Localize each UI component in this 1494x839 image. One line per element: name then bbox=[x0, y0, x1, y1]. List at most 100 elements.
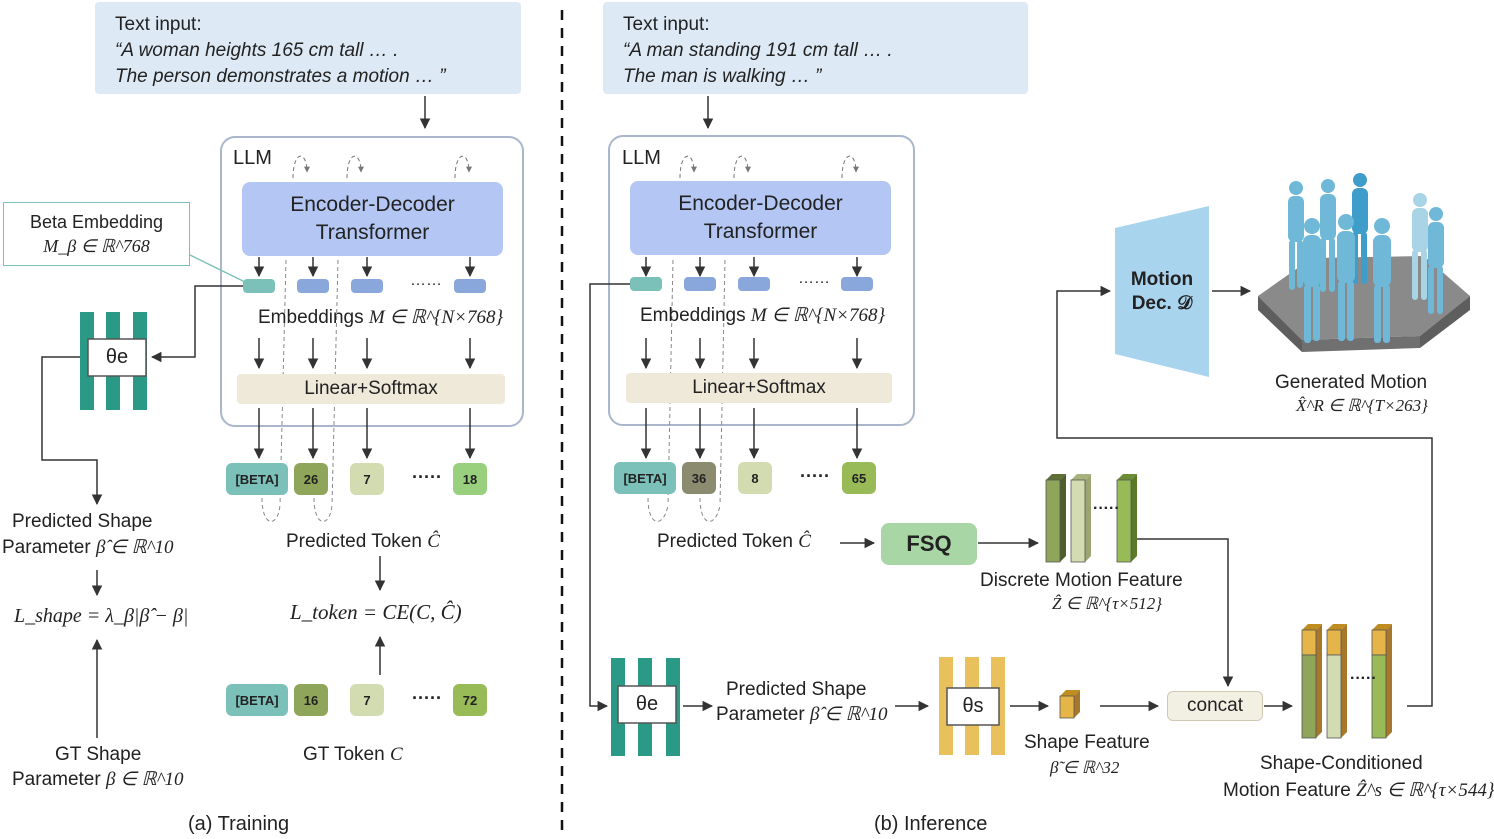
fsq-block: FSQ bbox=[881, 523, 977, 565]
transformer-label-line2: Transformer bbox=[703, 220, 818, 243]
linear-softmax-block-inference: Linear+Softmax bbox=[626, 373, 892, 403]
pred-token-beta: [BETA] bbox=[226, 463, 288, 495]
pred-token: 36 bbox=[682, 462, 716, 494]
pred-token: 26 bbox=[294, 463, 328, 495]
embeddings-text: Embeddings bbox=[640, 305, 746, 326]
ar-loop-top bbox=[346, 155, 364, 179]
shape-feature-cube bbox=[1059, 690, 1080, 719]
embeddings-label: Embeddings M ∈ ℝ^{N×768} bbox=[258, 306, 503, 329]
beta-embedding-token bbox=[243, 279, 275, 293]
ar-loop-top bbox=[679, 155, 697, 179]
embedding-token bbox=[738, 277, 770, 291]
embedding-token bbox=[684, 277, 716, 291]
theta-to-shape-arrow bbox=[41, 356, 103, 506]
gt-token-beta: [BETA] bbox=[226, 684, 288, 716]
transformer-label-line1: Encoder-Decoder bbox=[678, 192, 843, 215]
pred-token-math: Ĉ bbox=[798, 531, 811, 552]
shape-conditioned-feature-bars bbox=[1301, 624, 1392, 739]
shape-loss: L_shape = λ_β|β̂ − β| bbox=[14, 605, 189, 627]
caption-inference: (b) Inference bbox=[874, 813, 988, 835]
beta-embedding-math: M_β ∈ ℝ^768 bbox=[43, 236, 150, 256]
transformer-block-inference: Encoder-Decoder Transformer bbox=[630, 181, 891, 255]
llm-label: LLM bbox=[622, 147, 661, 169]
beta-embedding-label: Beta Embedding bbox=[29, 212, 164, 232]
pred-shape-math: β̂ ∈ ℝ^10 bbox=[95, 537, 174, 558]
motion-dec-line2: Dec. 𝒟 bbox=[1131, 293, 1193, 314]
text-input-line: “A man standing 191 cm tall … . bbox=[623, 40, 893, 61]
shape-conditioned-label-line2: Motion Feature Ẑ^s ∈ ℝ^{τ×544} bbox=[1223, 779, 1494, 802]
gt-token: 16 bbox=[294, 684, 328, 716]
text-input-line: The person demonstrates a motion … ” bbox=[115, 66, 446, 87]
embedding-token bbox=[454, 279, 486, 293]
ar-loop-bottom bbox=[261, 497, 281, 522]
ar-loop-bottom bbox=[647, 497, 669, 522]
theta-e-label-inference: θe bbox=[618, 686, 676, 723]
gt-token: 72 bbox=[453, 684, 487, 716]
pred-shape-label-line2: Parameter β̂ ∈ ℝ^10 bbox=[716, 703, 888, 726]
beta-embedding-token bbox=[630, 277, 662, 291]
pred-shape-math: β̂ ∈ ℝ^10 bbox=[809, 704, 888, 725]
generated-motion-illustration bbox=[1258, 173, 1470, 352]
text-input-box-inference: Text input: “A man standing 191 cm tall … bbox=[603, 2, 1028, 94]
motion-dec-line1: Motion bbox=[1130, 269, 1194, 290]
feature-dots: ····· bbox=[1093, 500, 1120, 517]
llm-label: LLM bbox=[233, 147, 272, 169]
text-input-label: Text input: bbox=[115, 14, 202, 35]
token-loss: L_token = CE(C, Ĉ) bbox=[290, 600, 462, 624]
cond-to-decoder-arrow bbox=[1056, 285, 1433, 707]
ar-loop-top bbox=[454, 155, 472, 179]
gt-token: 7 bbox=[350, 684, 384, 716]
text-input-line: The man is walking … ” bbox=[623, 66, 822, 87]
token-dots: ····· bbox=[412, 467, 442, 487]
gt-shape-label-line2: Parameter β ∈ ℝ^10 bbox=[12, 768, 184, 791]
pred-shape-label-line1: Predicted Shape bbox=[12, 511, 153, 532]
shape-cond-text: Motion Feature bbox=[1223, 780, 1351, 801]
linear-softmax-label: Linear+Softmax bbox=[692, 377, 826, 398]
token-dots: ····· bbox=[412, 688, 442, 708]
pred-token-math: Ĉ bbox=[427, 531, 440, 552]
gt-shape-math: β ∈ ℝ^10 bbox=[105, 769, 184, 790]
linear-softmax-block-training: Linear+Softmax bbox=[237, 374, 505, 404]
shape-conditioned-label-line1: Shape-Conditioned bbox=[1260, 753, 1423, 774]
ar-loop-bottom bbox=[313, 497, 333, 522]
gt-shape-text: Parameter bbox=[12, 769, 101, 790]
beta-embedding-callout: Beta Embedding M_β ∈ ℝ^768 bbox=[3, 202, 190, 266]
feature-to-concat-arrow bbox=[1137, 538, 1234, 688]
discrete-feature-label: Discrete Motion Feature bbox=[980, 570, 1183, 591]
pred-shape-label-line1: Predicted Shape bbox=[726, 679, 867, 700]
embeddings-label: Embeddings M ∈ ℝ^{N×768} bbox=[640, 304, 885, 327]
theta-s-block bbox=[939, 657, 1005, 755]
transformer-label-line1: Encoder-Decoder bbox=[290, 193, 455, 216]
theta-e-label: θe bbox=[88, 339, 146, 376]
pred-token: 65 bbox=[842, 462, 876, 494]
pred-shape-text: Parameter bbox=[716, 704, 805, 725]
embedding-dots: …… bbox=[410, 272, 442, 289]
text-input-box-training: Text input: “A woman heights 165 cm tall… bbox=[95, 2, 521, 94]
feature-dots: ····· bbox=[1350, 670, 1377, 687]
token-dots: ····· bbox=[800, 466, 830, 486]
gt-shape-label-line1: GT Shape bbox=[55, 744, 142, 765]
transformer-block-training: Encoder-Decoder Transformer bbox=[242, 182, 503, 256]
ar-loop-top bbox=[841, 155, 859, 179]
pred-token-beta: [BETA] bbox=[614, 462, 676, 494]
embeddings-math: M ∈ ℝ^{N×768} bbox=[750, 305, 886, 326]
shape-cond-math: Ẑ^s ∈ ℝ^{τ×544} bbox=[1356, 780, 1494, 801]
pred-shape-label-line2: Parameter β̂ ∈ ℝ^10 bbox=[2, 536, 174, 559]
text-input-label: Text input: bbox=[623, 14, 710, 35]
caption-training: (a) Training bbox=[188, 813, 290, 835]
shape-feature-math: β̃ ∈ ℝ^32 bbox=[1050, 758, 1120, 777]
concat-block: concat bbox=[1167, 691, 1263, 721]
embedding-dots: …… bbox=[798, 270, 830, 287]
fsq-label: FSQ bbox=[906, 531, 952, 556]
beta-to-theta-arrow-inference bbox=[589, 283, 631, 712]
discrete-feature-math: Ẑ ∈ ℝ^{τ×512} bbox=[1052, 594, 1163, 613]
concat-label: concat bbox=[1187, 695, 1243, 716]
embeddings-text: Embeddings bbox=[258, 307, 364, 328]
theta-e-block-training bbox=[80, 312, 147, 410]
pred-token: 7 bbox=[350, 463, 384, 495]
motion-decoder-label: Motion Dec. 𝒟 bbox=[1115, 262, 1209, 322]
theta-s-label: θs bbox=[947, 688, 999, 725]
beta-to-theta-arrow bbox=[150, 285, 244, 363]
theta-e-text: θe bbox=[635, 693, 659, 715]
